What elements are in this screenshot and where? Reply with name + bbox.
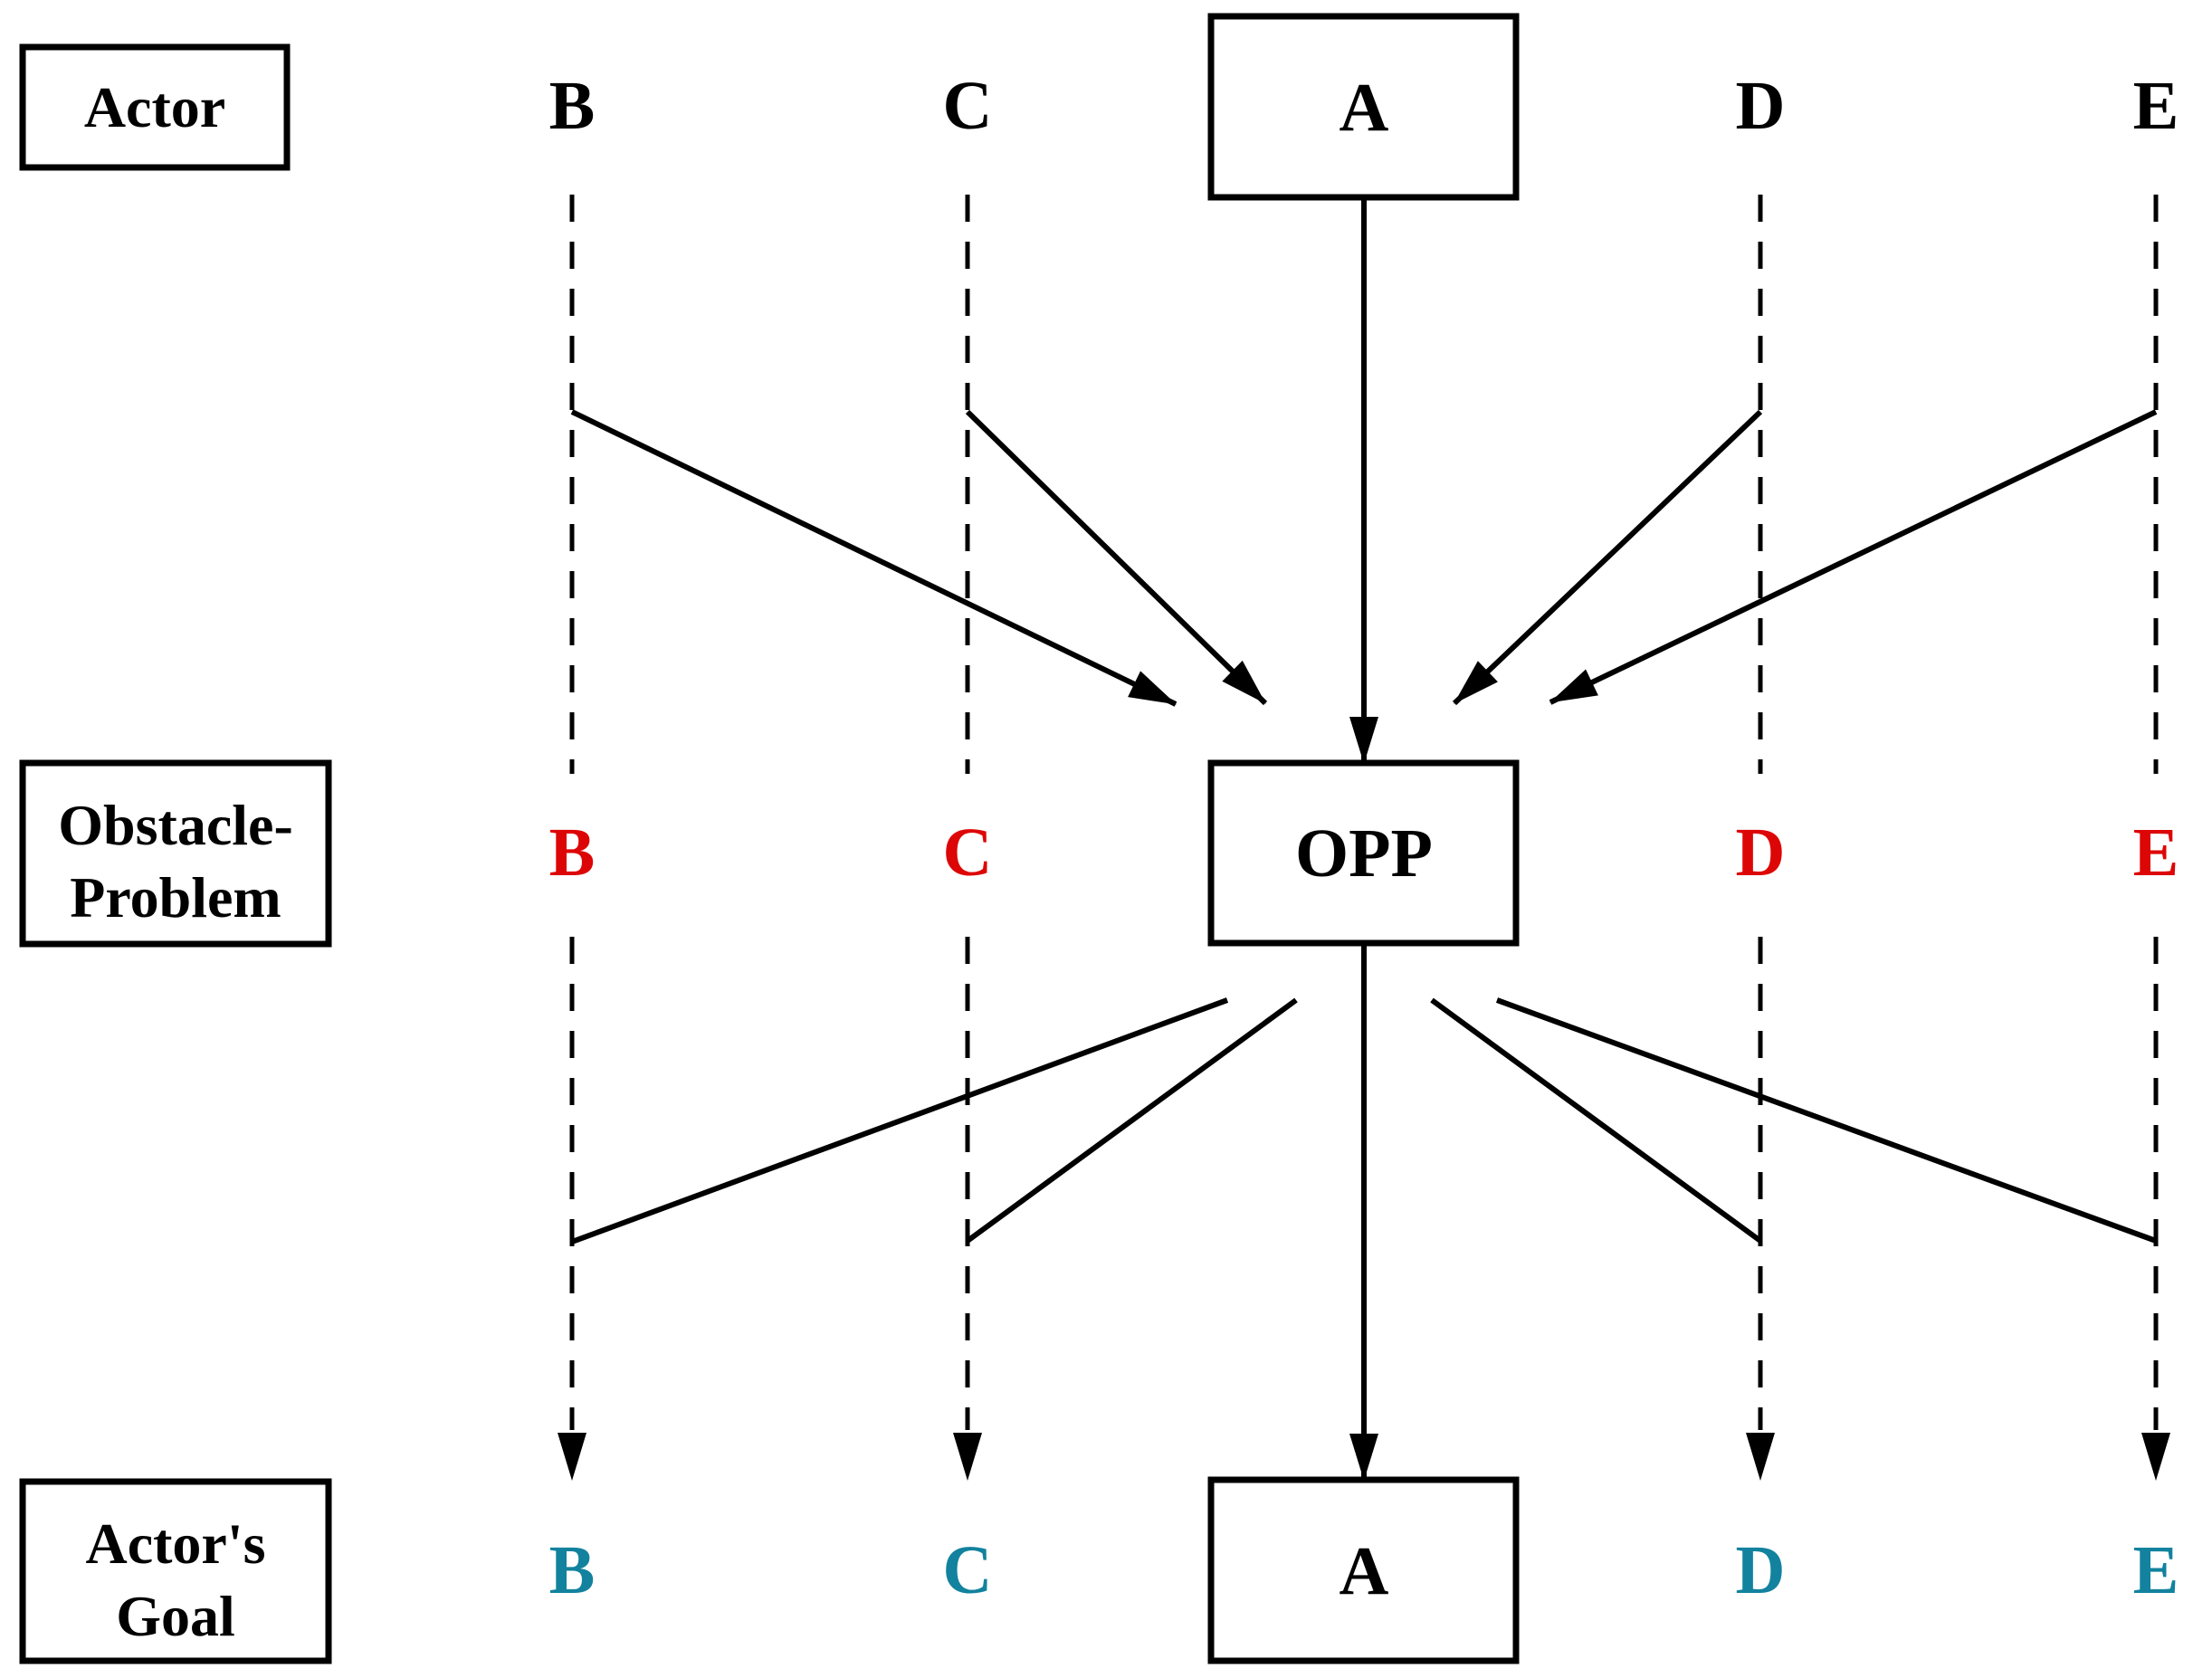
line-opp-to-b-goal [570, 997, 1229, 1244]
lifeline-e-lower [2141, 937, 2170, 1481]
goal-row-label-box: Actor's Goal [19, 1478, 332, 1664]
lifeline-b-lower [558, 937, 586, 1481]
actor-letter-e: E [2133, 68, 2179, 144]
actor-a-label: A [1340, 70, 1389, 146]
obstacle-letter-c: C [943, 815, 993, 891]
obstacle-letter-e: E [2133, 815, 2179, 891]
lifeline-d-lower [1746, 937, 1775, 1481]
actor-letter-c: C [943, 68, 993, 144]
arrow-e-to-opp [1549, 409, 2158, 705]
opp-box: OPP [1207, 759, 1520, 947]
goal-letter-c: C [943, 1532, 993, 1608]
arrowhead-d-goal [1746, 1433, 1775, 1481]
actor-a-box: A [1207, 13, 1520, 201]
lifeline-c-lower [953, 937, 982, 1481]
obstacle-row-label-line2: Problem [70, 865, 281, 930]
line-opp-to-c-goal [966, 997, 1298, 1244]
arrowhead-e-goal [2141, 1433, 2170, 1481]
arrowhead-c-goal [953, 1433, 982, 1481]
goal-letter-b: B [549, 1532, 596, 1608]
opp-label: OPP [1295, 815, 1433, 891]
arrow-b-to-opp [570, 409, 1178, 707]
arrow-c-to-opp [965, 409, 1268, 706]
goal-letter-e: E [2133, 1532, 2179, 1608]
goal-letter-d: D [1736, 1532, 1786, 1608]
obstacle-row-label-box: Obstacle- Problem [19, 759, 332, 948]
obstacle-letter-b: B [549, 815, 596, 891]
arrowhead-b-goal [558, 1433, 586, 1481]
line-opp-to-d-goal [1430, 997, 1762, 1244]
obstacle-letter-d: D [1736, 815, 1786, 891]
goal-row-label-line2: Goal [116, 1584, 235, 1648]
actor-letter-b: B [549, 68, 596, 144]
goal-row-label-line1: Actor's [85, 1511, 265, 1576]
line-opp-to-e-goal [1495, 997, 2158, 1244]
actor-row-label: Actor [84, 75, 225, 139]
actor-row-label-box: Actor [19, 43, 291, 171]
arrow-d-to-opp [1452, 409, 1763, 706]
goal-a-label: A [1340, 1533, 1389, 1609]
obstacle-row-label-line1: Obstacle- [58, 793, 293, 857]
actor-letter-d: D [1736, 68, 1786, 144]
goal-a-box: A [1207, 1476, 1520, 1664]
